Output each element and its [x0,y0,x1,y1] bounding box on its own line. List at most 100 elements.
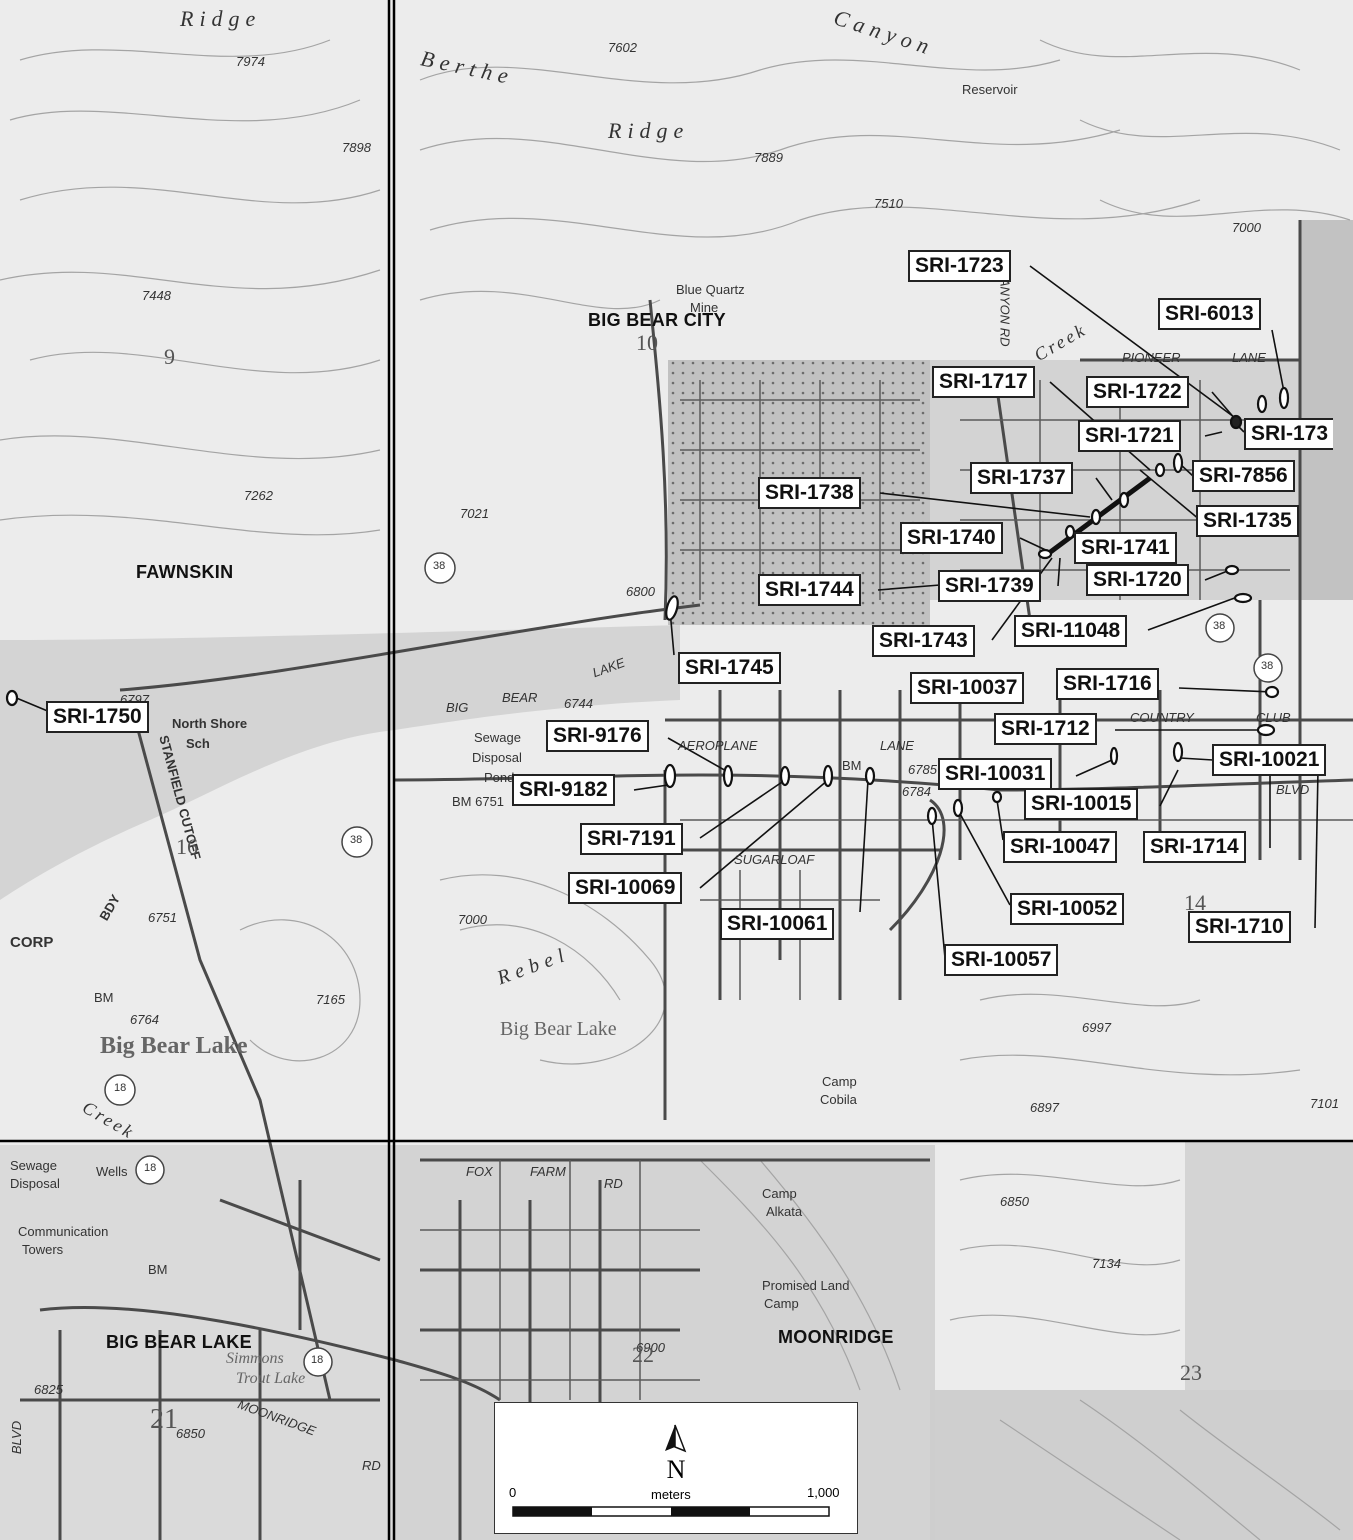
place-north-shore: North Shore [172,716,248,731]
place-promised-land: Promised Land [762,1278,850,1293]
road-rd: RD [604,1176,623,1191]
lake-water [0,625,680,900]
elevation: 7262 [244,488,273,503]
place-school: Sch [186,736,210,751]
site-label-sri-1722: SRI-1722 [1086,376,1189,408]
site-label-sri-1741: SRI-1741 [1074,532,1177,564]
elevation: 7602 [608,40,637,55]
place-sewage: Sewage [474,730,521,745]
road-aeroplane: AEROPLANE [678,738,758,753]
elevation: 6785 [908,762,937,777]
place-bm-6751: BM 6751 [452,794,505,809]
elevation: 7510 [874,196,903,211]
place-camp-alkata-2: Alkata [766,1204,803,1219]
place-pond: Pond [484,770,515,785]
site-label-sri-1735: SRI-1735 [1196,505,1299,537]
elevation: 6900 [636,1340,665,1355]
place-reservoir: Reservoir [962,82,1018,97]
route-number: 38 [433,560,446,572]
elevation: 7000 [1232,220,1261,235]
site-label-sri-9176: SRI-9176 [546,720,649,752]
place-bm: BM [842,758,862,773]
elevation: 6744 [564,696,593,711]
elevation: 7889 [754,150,783,165]
place-disposal: Disposal [472,750,522,765]
site-label-sri-1739: SRI-1739 [938,570,1041,602]
place-moonridge: MOONRIDGE [778,1327,894,1347]
road-blvd-2: BLVD [9,1420,25,1455]
site-label-sri-1737: SRI-1737 [970,462,1073,494]
section-number: 10 [636,330,658,355]
road-farm: FARM [530,1164,566,1179]
road-aeroplane-lane: LANE [880,738,914,753]
place-big-bear-city: BIG BEAR CITY [588,310,726,330]
north-arrow-icon [512,1424,830,1517]
place-ridge: Ridge [608,118,690,143]
place-sewage-b: Sewage [10,1158,57,1173]
place-mine: Mine [690,300,719,315]
road-country: COUNTRY [1130,710,1194,725]
scale-end: 1,000 [807,1485,840,1500]
section-number: 22 [632,1342,654,1367]
place-big-bear-lake: BIG BEAR LAKE [106,1332,252,1352]
place-camp-cobila: Camp [822,1074,857,1089]
site-label-sri-1716: SRI-1716 [1056,668,1159,700]
site-label-sri-11048: SRI-11048 [1014,615,1128,647]
elevation: 6764 [130,1012,159,1027]
place-big-bear-lake-script-2: Big Bear Lake [500,1018,617,1040]
elevation: 7101 [1310,1096,1339,1111]
contour-lines [0,39,1351,1540]
elevation: 6784 [902,784,931,799]
section-number: 16 [176,834,198,859]
site-label-sri-7191: SRI-7191 [580,823,683,855]
place-fawnskin: FAWNSKIN [136,562,234,582]
place-camp-alkata: Camp [762,1186,797,1201]
route-number: 38 [1213,620,1226,632]
site-label-sri-1743: SRI-1743 [872,625,975,657]
scale-bar [512,1506,830,1517]
site-label-sri-1717: SRI-1717 [932,366,1035,398]
route-number: 18 [144,1162,157,1174]
route-number: 18 [311,1354,324,1366]
site-label-sri-7856: SRI-7856 [1192,460,1295,492]
site-label-sri-1738: SRI-1738 [758,477,861,509]
road-pioneer: PIONEER [1122,350,1181,365]
elevation: 6850 [1000,1194,1029,1209]
site-label-sri-173: SRI-173 [1244,418,1334,450]
place-trout-lake: Trout Lake [236,1370,306,1387]
site-label-sri-10047: SRI-10047 [1003,831,1118,863]
place-communication: Communication [18,1224,109,1239]
road-sugarloaf: SUGARLOAF [734,852,815,867]
site-label-sri-1740: SRI-1740 [900,522,1003,554]
site-label-sri-1750: SRI-1750 [46,701,149,733]
site-label-sri-6013: SRI-6013 [1158,298,1261,330]
elevation: 6850 [176,1426,205,1441]
road-club: CLUB [1256,710,1291,725]
site-label-sri-1744: SRI-1744 [758,574,861,606]
site-label-sri-10037: SRI-10037 [910,672,1025,704]
elevation: 7000 [458,912,487,927]
site-label-sri-10069: SRI-10069 [568,872,683,904]
site-label-sri-10015: SRI-10015 [1024,788,1139,820]
place-blue-quartz: Blue Quartz [676,282,745,297]
site-label-sri-1720: SRI-1720 [1086,564,1189,596]
elevation: 7165 [316,992,345,1007]
scale-start: 0 [509,1485,517,1500]
site-label-sri-10057: SRI-10057 [944,944,1059,976]
route-shields [104,552,1283,1377]
place-disposal-b: Disposal [10,1176,60,1191]
site-label-sri-1710: SRI-1710 [1188,911,1291,943]
site-label-sri-1723: SRI-1723 [908,250,1011,282]
place-ridge-top: Ridge [180,6,262,31]
site-label-sri-10061: SRI-10061 [720,908,835,940]
site-label-sri-1714: SRI-1714 [1143,831,1246,863]
section-number: 14 [1184,890,1206,915]
route-number: 38 [1261,660,1274,672]
site-label-sri-10052: SRI-10052 [1010,893,1125,925]
site-label-sri-9182: SRI-9182 [512,774,615,806]
site-label-sri-10021: SRI-10021 [1212,744,1327,776]
place-big-bear-lake-script: Big Bear Lake [100,1033,248,1059]
